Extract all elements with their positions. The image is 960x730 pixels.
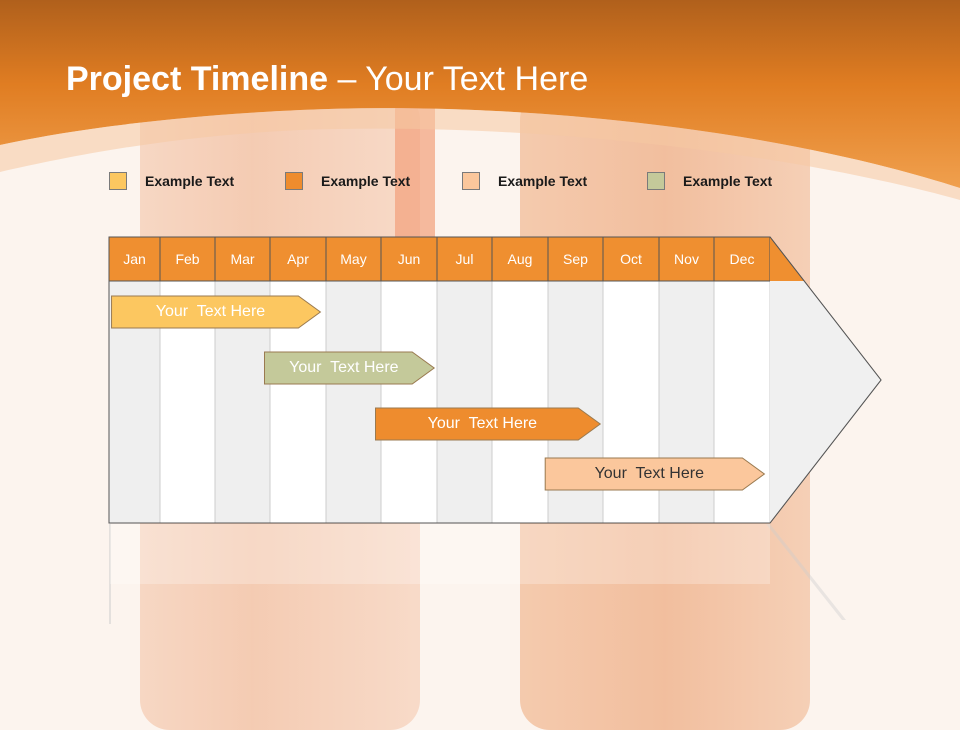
legend-swatch [462,172,480,190]
task-bar [375,407,602,441]
month-header-cell [713,236,771,282]
header-banner [0,0,960,200]
legend-label: Example Text [145,173,235,189]
legend-item-4: Example Text [647,171,772,191]
month-header-cell [159,236,216,282]
month-header-cell [491,236,549,282]
month-header-cell [380,236,438,282]
legend-item-2: Example Text [285,171,410,191]
month-label-nov: Nov [674,251,699,267]
task-bars [111,295,766,491]
timeline-outline [108,236,882,524]
month-column [325,280,382,524]
legend-item-1: Example Text [109,171,234,191]
legend-label: Example Text [683,173,773,189]
month-header-cell [325,236,382,282]
title-rest: – Your Text Here [328,60,589,98]
month-column [436,280,493,524]
legend-swatch [109,172,127,190]
month-label-apr: Apr [287,251,309,267]
legend-swatch [647,172,665,190]
month-column [491,280,549,524]
legend-label: Example Text [321,173,411,189]
month-label-sep: Sep [563,251,588,267]
month-column [380,280,438,524]
timeline-reflection-right [766,524,846,620]
timeline-arrow-head [770,281,881,523]
legend-label: Example Text [498,173,588,189]
month-label-may: May [340,251,367,267]
month-label-dec: Dec [729,251,755,267]
month-header-cell [269,236,327,282]
task-bar [264,351,436,385]
page-title: Project Timeline – Your Text Here [66,60,588,99]
month-header-cell [602,236,660,282]
legend-swatch [285,172,303,190]
month-label-jun: Jun [397,251,421,267]
month-label-oct: Oct [620,251,642,267]
month-header-cell [547,236,604,282]
task-bar [111,295,322,329]
month-label-mar: Mar [230,251,255,267]
timeline-reflection-body [110,524,770,584]
month-label-jan: Jan [123,251,146,267]
month-label-aug: Aug [507,251,533,267]
month-label-jul: Jul [455,251,474,267]
month-label-feb: Feb [175,251,200,267]
legend-item-3: Example Text [462,171,587,191]
task-bar [544,457,766,491]
title-bold: Project Timeline [66,60,329,98]
timeline-reflection-left [109,524,111,624]
